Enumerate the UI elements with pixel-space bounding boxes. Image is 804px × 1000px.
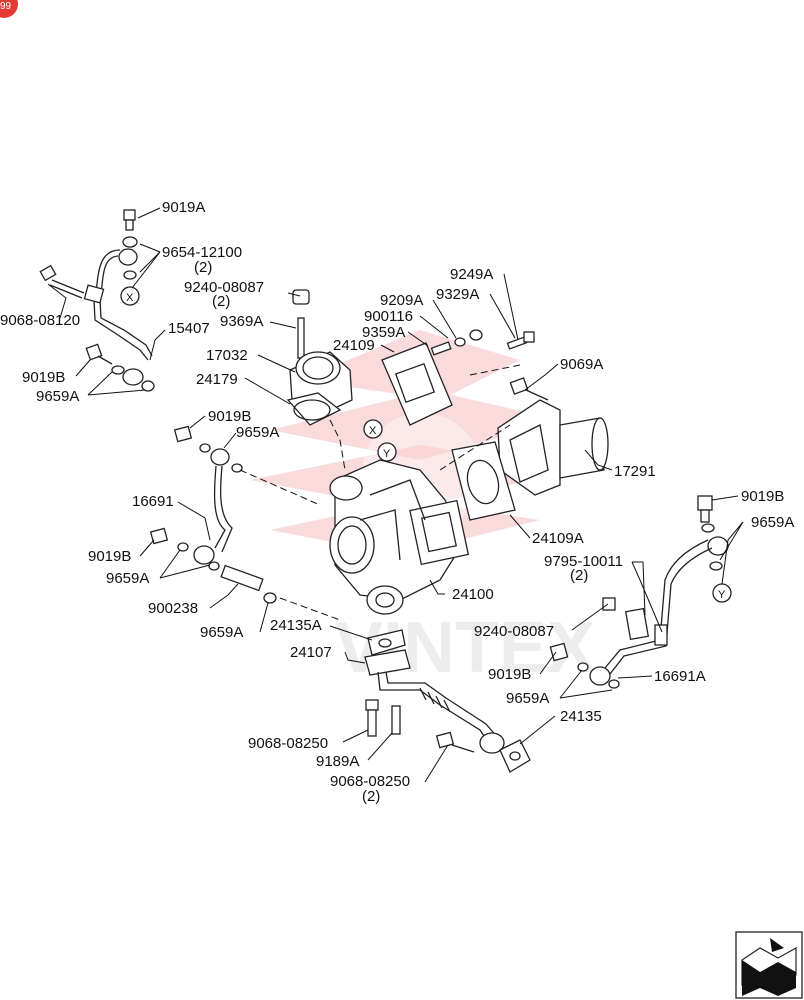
- label-9209A: 9209A: [380, 292, 423, 309]
- part-labels: 9019A 9654-12100 (2) 9068-08120 9240-080…: [0, 199, 794, 805]
- leader-lines: [47, 207, 744, 783]
- label-24135: 24135: [560, 708, 602, 725]
- label-9369A: 9369A: [220, 313, 263, 330]
- label-9659A-r: 9659A: [751, 514, 794, 531]
- label-9795-10011: 9795-10011: [544, 553, 623, 570]
- label-9240-08087-top: 9240-08087: [184, 279, 264, 296]
- label-17291: 17291: [614, 463, 656, 480]
- label-24179: 24179: [196, 371, 238, 388]
- label-9659A-d: 9659A: [200, 624, 243, 641]
- y-marker-label-a: Y: [383, 448, 391, 460]
- oil-feed-line-upper: X: [39, 209, 155, 392]
- exhaust-gasket-group: [381, 329, 609, 521]
- label-15407: 15407: [168, 320, 210, 337]
- label-9329A: 9329A: [436, 286, 479, 303]
- oil-line-16691: [149, 425, 341, 621]
- oil-drain-pipe: [364, 629, 531, 773]
- next-page-arrow-icon[interactable]: [735, 931, 803, 999]
- label-16691A: 16691A: [654, 668, 706, 685]
- label-9189A: 9189A: [316, 753, 359, 770]
- label-9240-top-qty: (2): [212, 293, 230, 310]
- label-900238: 900238: [148, 600, 198, 617]
- label-9019B-a: 9019B: [22, 369, 65, 386]
- label-17032: 17032: [206, 347, 248, 364]
- label-16691: 16691: [132, 493, 174, 510]
- label-9019B-b: 9019B: [208, 408, 251, 425]
- label-9795-qty: (2): [570, 567, 588, 584]
- label-9019B-c: 9019B: [88, 548, 131, 565]
- label-24107: 24107: [290, 644, 332, 661]
- label-9659A-e: 9659A: [506, 690, 549, 707]
- label-9654-12100: 9654-12100: [162, 244, 242, 261]
- corner-badge: 99: [0, 0, 18, 18]
- label-24100: 24100: [452, 586, 494, 603]
- corner-badge-text: 99: [0, 1, 12, 12]
- label-9249A: 9249A: [450, 266, 493, 283]
- label-9019B-d: 9019B: [488, 666, 531, 683]
- turbocharger-assembly: Y X: [329, 419, 470, 615]
- label-9019A-top: 9019A: [162, 199, 205, 216]
- label-9068-08250-b: 9068-08250: [330, 773, 410, 790]
- label-9240-08087-bot: 9240-08087: [474, 623, 554, 640]
- label-9654-qty: (2): [194, 259, 212, 276]
- label-900116: 900116: [364, 308, 413, 325]
- label-9068-08120: 9068-08120: [0, 312, 80, 329]
- x-marker-label: X: [126, 292, 134, 304]
- x-marker-label-b: X: [369, 425, 377, 437]
- label-9069A: 9069A: [560, 356, 603, 373]
- intake-elbow-group: [286, 289, 353, 471]
- label-24109A: 24109A: [532, 530, 584, 547]
- label-24135A: 24135A: [270, 617, 322, 634]
- y-marker-label-b: Y: [718, 589, 726, 601]
- label-9068-08250-b-qty: (2): [362, 788, 380, 805]
- label-24109: 24109: [333, 337, 375, 354]
- label-9019B-r: 9019B: [741, 488, 784, 505]
- label-9659A-c: 9659A: [106, 570, 149, 587]
- label-9068-08250-a: 9068-08250: [248, 735, 328, 752]
- label-9659A-b: 9659A: [236, 424, 279, 441]
- label-9659A-a: 9659A: [36, 388, 79, 405]
- oil-line-16691A: Y: [549, 495, 732, 689]
- label-9359A: 9359A: [362, 324, 405, 341]
